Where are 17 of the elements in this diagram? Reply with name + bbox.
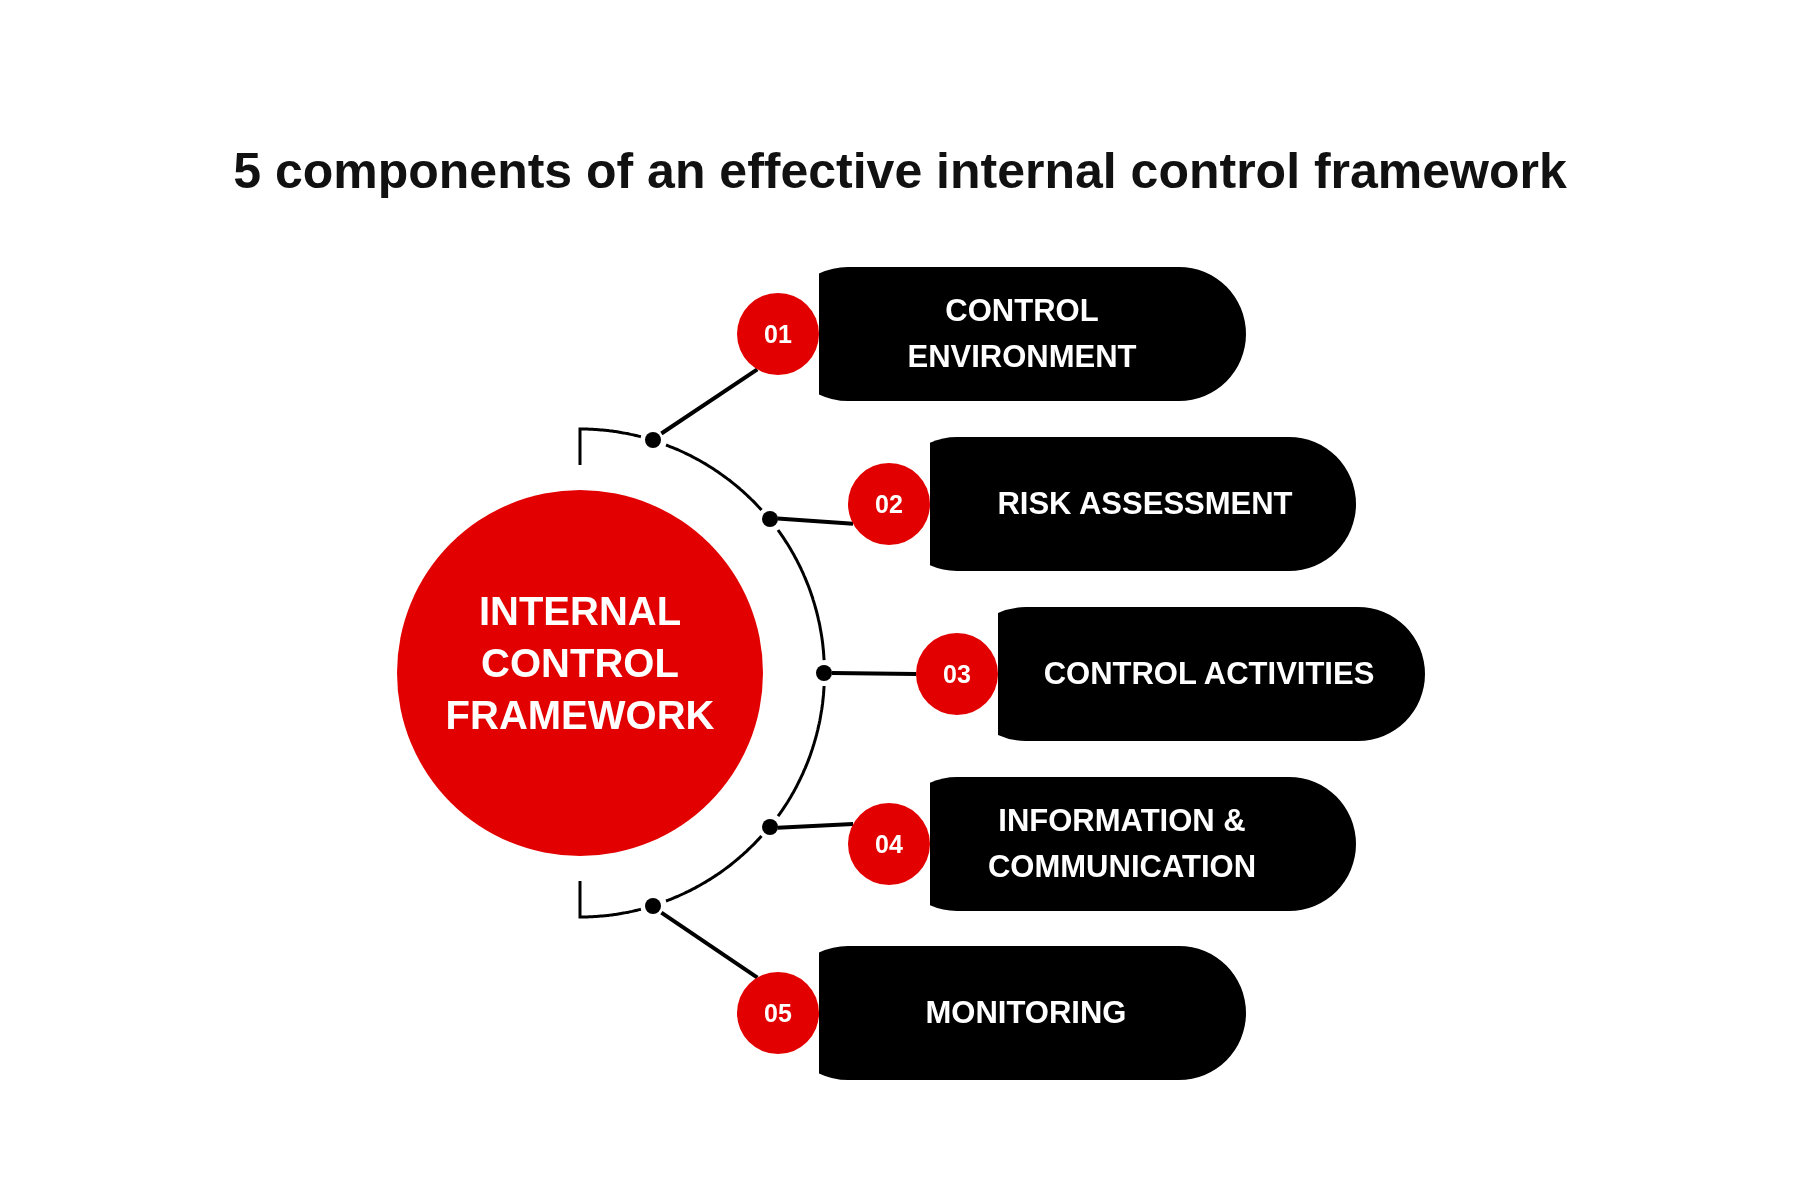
number-badge: 04 [848, 803, 930, 885]
number-badge: 03 [916, 633, 998, 715]
component-pill: CONTROL ENVIRONMENT [819, 267, 1246, 401]
connector-line [660, 910, 759, 980]
component-pill: CONTROL ACTIVITIES [998, 607, 1425, 741]
number-badge: 01 [737, 293, 819, 375]
component-pill: INFORMATION & COMMUNICATION [930, 777, 1356, 911]
component-pill: MONITORING [819, 946, 1246, 1080]
number-badge: 02 [848, 463, 930, 545]
connector-line [831, 671, 917, 676]
component-pill: RISK ASSESSMENT [930, 437, 1356, 571]
hub-circle: INTERNAL CONTROL FRAMEWORK [397, 490, 763, 856]
connector-line [777, 516, 854, 526]
connector-line [660, 367, 759, 436]
number-badge: 05 [737, 972, 819, 1054]
connector-line [777, 822, 854, 830]
title: 5 components of an effective internal control framework [232, 142, 1568, 201]
